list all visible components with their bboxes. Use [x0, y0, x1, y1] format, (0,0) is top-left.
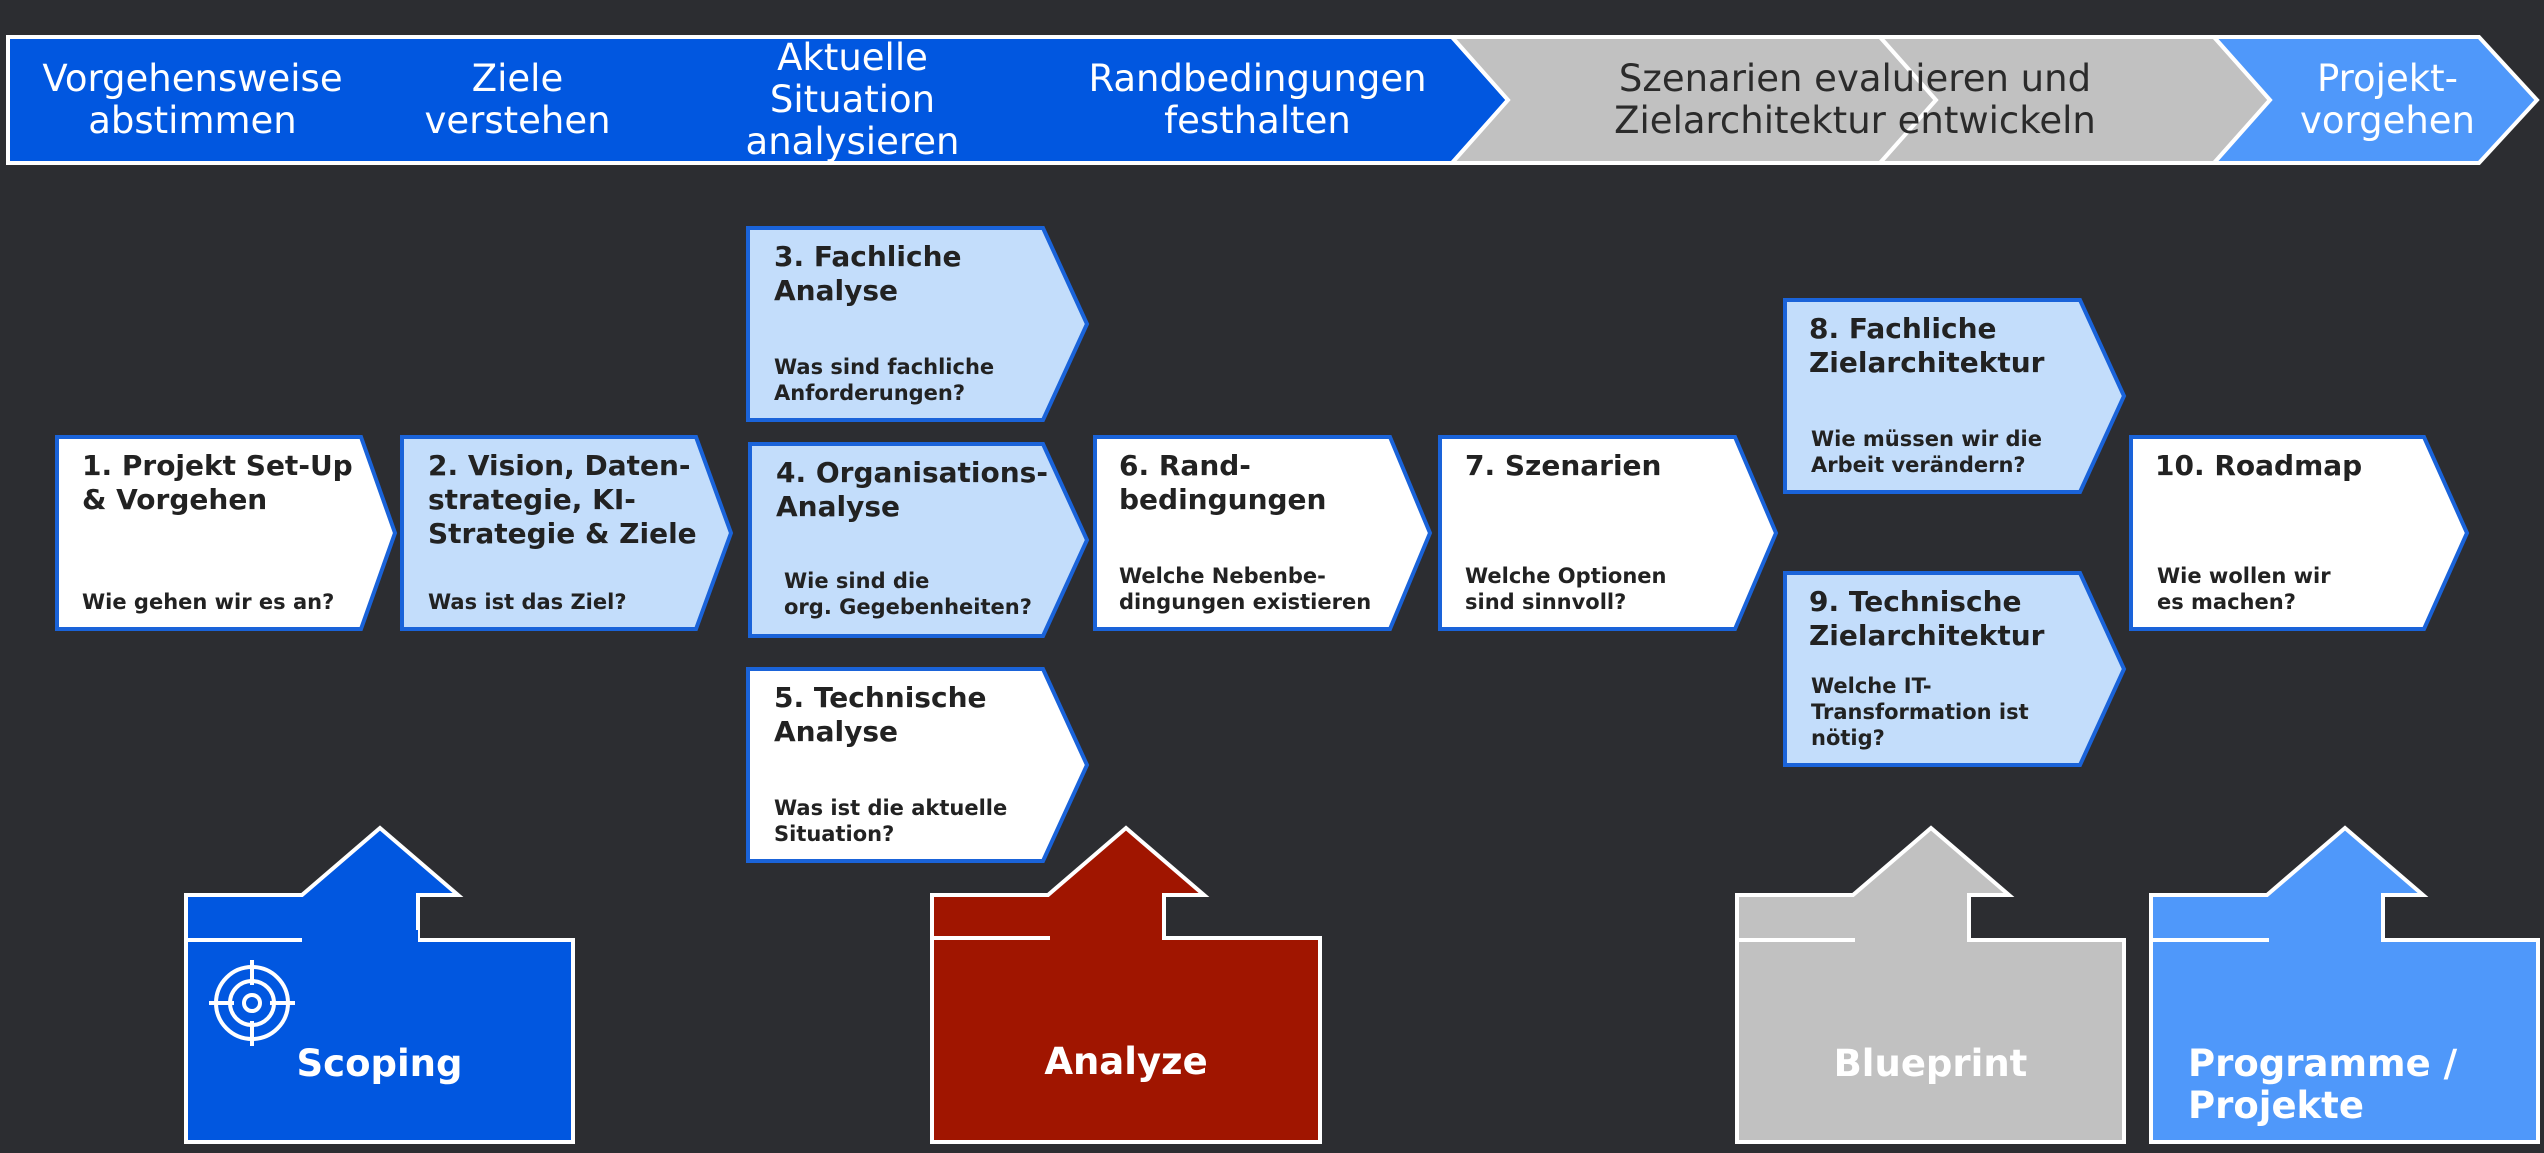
step-8-title: 8. Fachliche Zielarchitektur — [1809, 312, 2045, 379]
step-3-title: 3. Fachliche Analyse — [774, 240, 962, 307]
banner-chevron-light-blue — [2209, 35, 2540, 165]
phase-label-blueprint: Blueprint — [1833, 1042, 2028, 1085]
step-9-title: 9. Technische Zielarchitektur — [1809, 585, 2045, 652]
banner-label-2: Ziele verstehen — [424, 57, 611, 142]
target-icon — [209, 960, 295, 1046]
phase-arrow-blueprint — [1735, 825, 2015, 942]
step-1-title: 1. Projekt Set-Up & Vorgehen — [82, 449, 353, 516]
step-6-question: Welche Nebenbe- dingungen existieren — [1119, 564, 1372, 614]
step-box-2 — [400, 435, 734, 631]
step-5-title: 5. Technische Analyse — [774, 681, 987, 748]
phase-arrow-programme — [2149, 825, 2429, 942]
banner-label-5: Szenarien evaluieren und Zielarchitektur… — [1614, 57, 2096, 142]
step-box-6 — [1093, 435, 1433, 631]
phase-arrow-analyze — [930, 825, 1210, 942]
step-7-title: 7. Szenarien — [1465, 449, 1662, 482]
step-box-10 — [2129, 435, 2470, 631]
step-box-8 — [1783, 298, 2127, 494]
banner-label-4: Randbedingungen festhalten — [1088, 57, 1427, 142]
step-box-4 — [748, 442, 1090, 638]
step-3-question: Was sind fachliche Anforderungen? — [774, 355, 995, 405]
phase-box-programme — [2149, 938, 2540, 1144]
phase-arrow-scoping — [184, 825, 464, 942]
step-box-1 — [55, 435, 398, 631]
step-box-9 — [1783, 571, 2127, 767]
step-10-title: 10. Roadmap — [2155, 449, 2363, 482]
step-box-5 — [746, 667, 1090, 863]
banner-label-1: Vorgehensweise abstimmen — [42, 57, 343, 142]
phase-label-scoping: Scoping — [296, 1042, 463, 1085]
step-2-question: Was ist das Ziel? — [428, 590, 627, 614]
step-6-title: 6. Rand- bedingungen — [1119, 449, 1327, 516]
phase-box-analyze — [930, 936, 1322, 1144]
step-7-question: Welche Optionen sind sinnvoll? — [1465, 564, 1667, 614]
step-4-question: Wie sind die org. Gegebenheiten? — [784, 569, 1032, 619]
banner-label-6: Projekt- vorgehen — [2299, 57, 2475, 142]
phase-label-programme: Programme / Projekte — [2188, 1042, 2458, 1127]
phase-box-blueprint — [1735, 938, 2126, 1144]
step-9-question: Welche IT- Transformation ist nötig? — [1811, 674, 2029, 750]
step-box-3 — [746, 226, 1090, 422]
step-10-question: Wie wollen wir es machen? — [2157, 564, 2331, 614]
step-4-title: 4. Organisations- Analyse — [776, 456, 1048, 523]
step-1-question: Wie gehen wir es an? — [82, 590, 335, 614]
step-5-question: Was ist die aktuelle Situation? — [774, 796, 1008, 846]
step-box-7 — [1438, 435, 1779, 631]
phase-box-scoping — [184, 938, 575, 1144]
step-2-title: 2. Vision, Daten- strategie, KI- Strateg… — [428, 449, 697, 550]
phase-label-analyze: Analyze — [1044, 1040, 1208, 1083]
step-8-question: Wie müssen wir die Arbeit verändern? — [1811, 427, 2042, 477]
banner-label-3: Aktuelle Situation analysieren — [745, 36, 960, 163]
